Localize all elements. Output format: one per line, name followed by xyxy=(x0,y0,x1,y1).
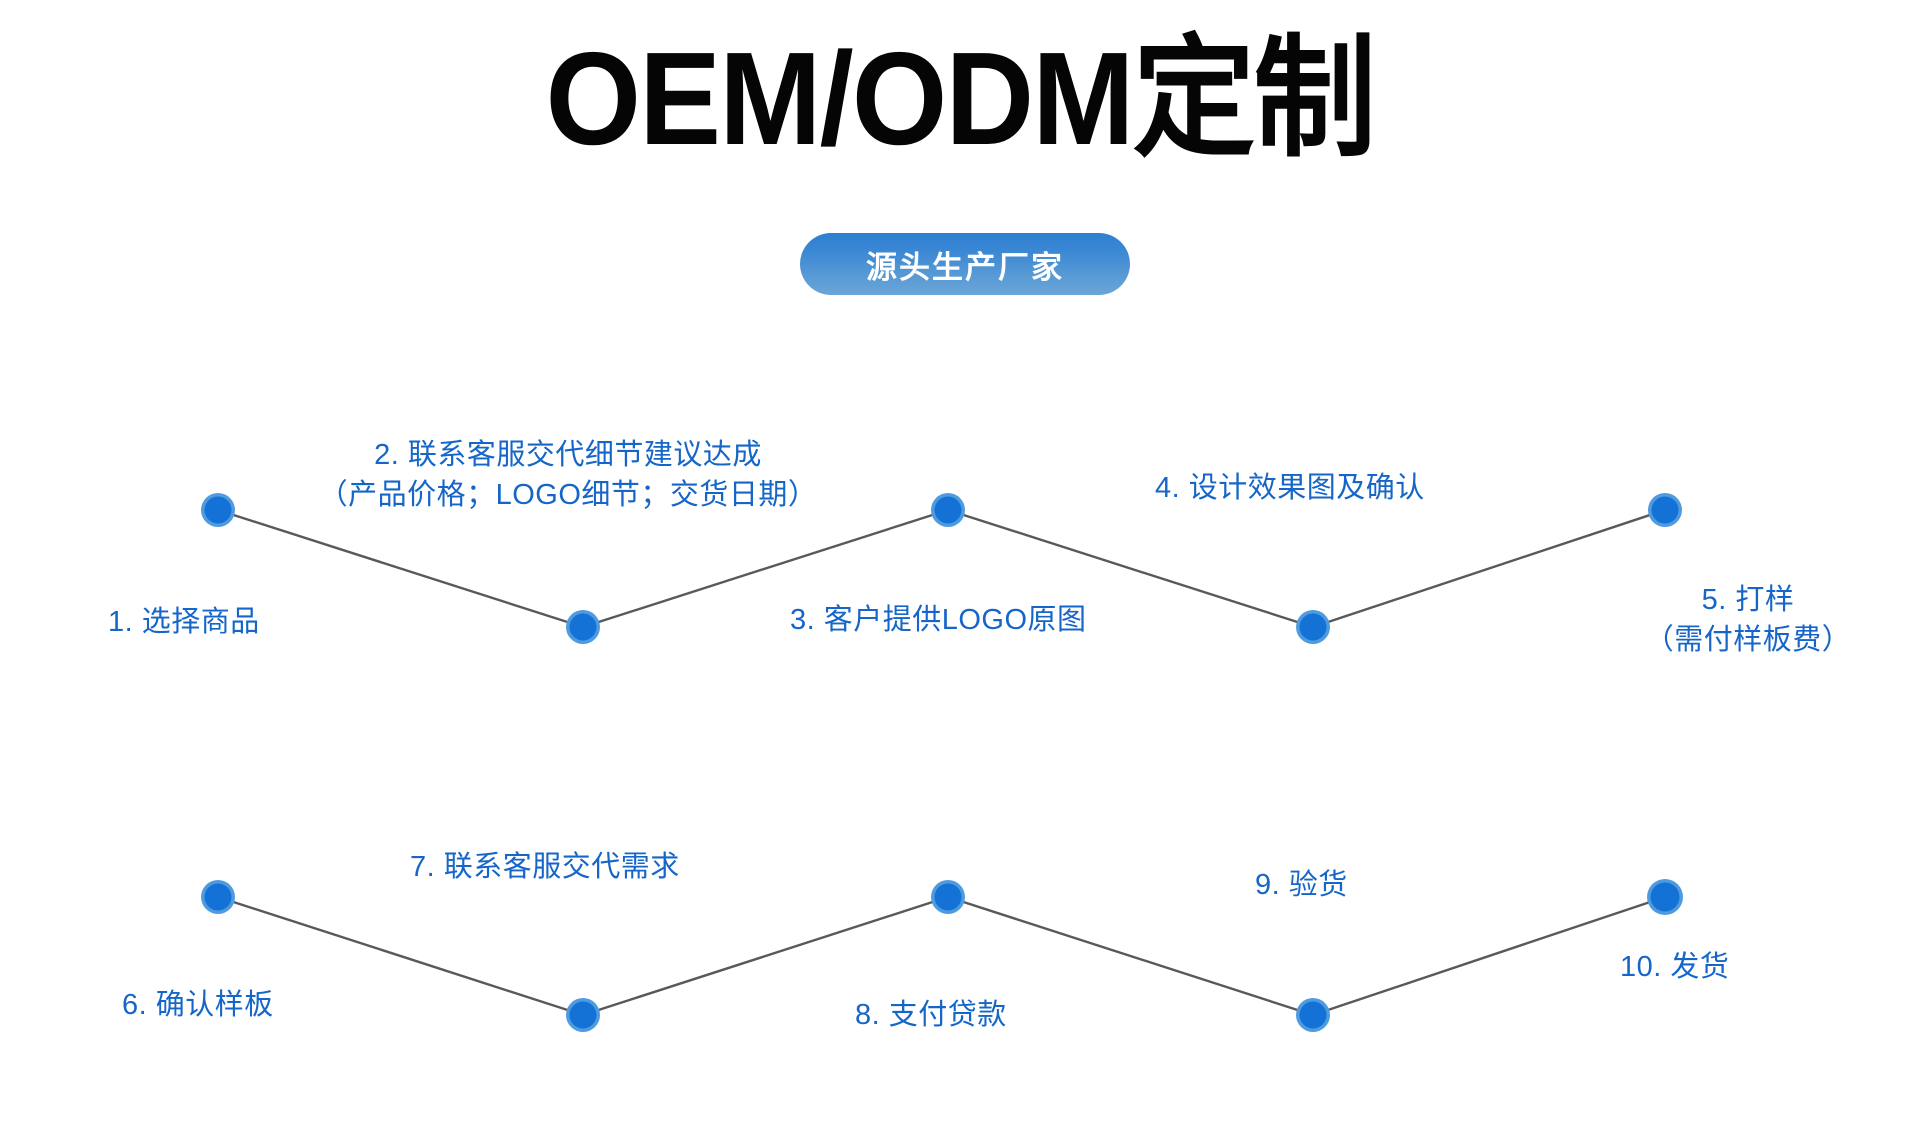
page-header: OEM/ODM定制 源头生产厂家 xyxy=(0,0,1920,320)
node-2[interactable] xyxy=(566,610,600,644)
step-6-line1: 6. 确认样板 xyxy=(122,989,274,1021)
badge-label: 源头生产厂家 xyxy=(866,249,1064,285)
step-label-2: 2. 联系客服交代细节建议达成 （产品价格；LOGO细节；交货日期） xyxy=(319,435,818,515)
node-6[interactable] xyxy=(201,880,235,914)
step-5-line1: 5. 打样 xyxy=(1701,584,1795,616)
step-label-8: 8. 支付贷款 xyxy=(855,995,1007,1035)
process-flow-row-2: 6. 确认样板 7. 联系客服交代需求 8. 支付贷款 9. 验货 10. 发货 xyxy=(0,767,1920,1127)
flow-connectors-row-2 xyxy=(201,879,1683,1032)
step-7-line1: 7. 联系客服交代需求 xyxy=(410,851,680,883)
step-1-line1: 1. 选择商品 xyxy=(108,606,260,638)
source-manufacturer-badge: 源头生产厂家 xyxy=(800,233,1130,295)
step-8-line1: 8. 支付贷款 xyxy=(855,999,1007,1031)
node-3[interactable] xyxy=(931,493,965,527)
node-10[interactable] xyxy=(1647,879,1683,915)
step-label-1: 1. 选择商品 xyxy=(108,602,260,642)
node-5[interactable] xyxy=(1648,493,1682,527)
step-9-line1: 9. 验货 xyxy=(1255,869,1348,901)
step-label-5: 5. 打样 （需付样板费） xyxy=(1645,580,1852,660)
step-4-line1: 4. 设计效果图及确认 xyxy=(1155,472,1425,504)
node-9[interactable] xyxy=(1296,998,1330,1032)
step-2-line2: （产品价格；LOGO细节；交货日期） xyxy=(318,479,818,512)
step-label-10: 10. 发货 xyxy=(1620,947,1729,987)
flow-connectors-row-1 xyxy=(201,493,1682,644)
step-2-line1: 2. 联系客服交代细节建议达成 xyxy=(374,439,762,471)
node-1[interactable] xyxy=(201,493,235,527)
step-label-4: 4. 设计效果图及确认 xyxy=(1155,468,1425,508)
page-title: OEM/ODM定制 xyxy=(545,25,1377,172)
step-label-7: 7. 联系客服交代需求 xyxy=(410,847,680,887)
node-8[interactable] xyxy=(931,880,965,914)
step-3-line1: 3. 客户提供LOGO原图 xyxy=(790,604,1087,636)
step-5-line2: （需付样板费） xyxy=(1644,624,1852,657)
node-4[interactable] xyxy=(1296,610,1330,644)
node-7[interactable] xyxy=(566,998,600,1032)
step-10-line1: 10. 发货 xyxy=(1620,951,1730,983)
step-label-3: 3. 客户提供LOGO原图 xyxy=(790,600,1087,640)
step-label-6: 6. 确认样板 xyxy=(122,985,274,1025)
step-label-9: 9. 验货 xyxy=(1255,865,1348,905)
process-flow-row-1: 1. 选择商品 2. 联系客服交代细节建议达成 （产品价格；LOGO细节；交货日… xyxy=(0,380,1920,740)
